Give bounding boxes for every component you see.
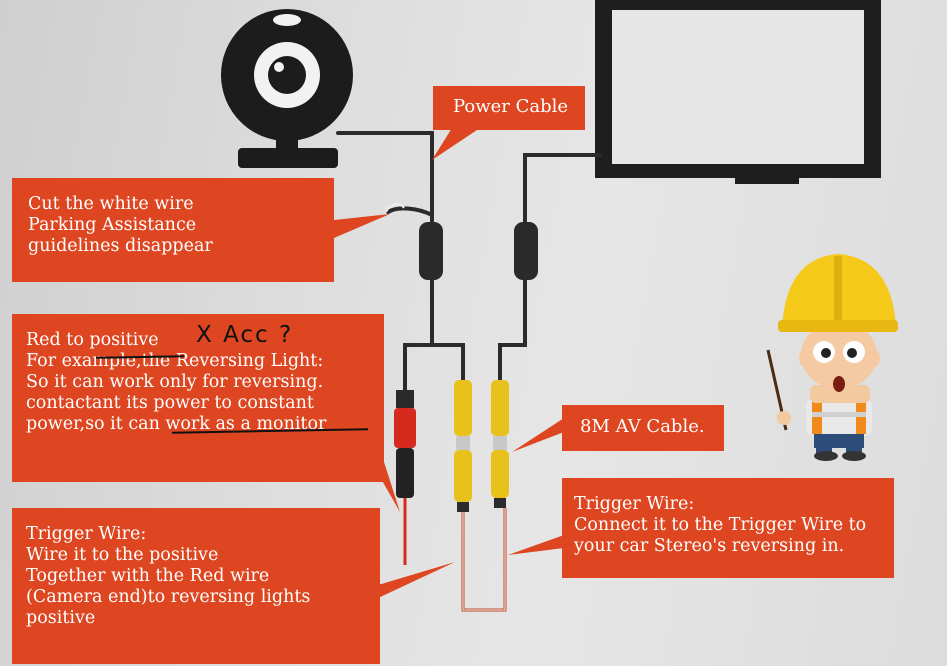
callout-line: Wire it to the positive xyxy=(26,545,219,565)
callout-line: For example,the Reversing Light: xyxy=(26,351,324,371)
trigger-wire xyxy=(461,508,507,612)
callout-line: Cut the white wire xyxy=(28,194,194,214)
power-cable-wire xyxy=(336,131,465,392)
monitor-icon xyxy=(595,0,881,184)
handwritten-note: X Acc ? xyxy=(196,322,294,348)
camera-icon xyxy=(221,9,353,168)
power-cable-callout: Power Cable xyxy=(433,86,585,130)
trigger-wire-left-callout: Trigger Wire: Wire it to the positive To… xyxy=(12,508,380,664)
av-cable-callout: 8M AV Cable. xyxy=(562,405,724,451)
red-power-plug xyxy=(394,390,416,565)
callout-line: Trigger Wire: xyxy=(574,494,695,514)
callout-pointers xyxy=(334,128,564,598)
rca-connector-left xyxy=(454,380,472,512)
rca-connector-right xyxy=(491,380,509,508)
worker-icon xyxy=(766,254,898,461)
callout-line: Red to positive xyxy=(26,330,159,350)
callout-line: guidelines disappear xyxy=(28,236,213,256)
callout-line: Parking Assistance xyxy=(28,215,197,235)
callout-line: Together with the Red wire xyxy=(26,566,270,586)
callout-line: positive xyxy=(26,608,96,628)
inline-connector-left xyxy=(419,222,443,280)
callout-line: power,so it can work as a monitor xyxy=(26,414,327,434)
callout-line: contactant its power to constant xyxy=(26,393,314,413)
callout-line: 8M AV Cable. xyxy=(580,416,705,437)
callout-line: (Camera end)to reversing lights xyxy=(26,587,311,607)
callout-line: Connect it to the Trigger Wire to xyxy=(574,515,867,535)
callout-line: So it can work only for reversing. xyxy=(26,372,324,392)
red-to-positive-callout: Red to positive For example,the Reversin… xyxy=(12,314,384,482)
trigger-wire-right-callout: Trigger Wire: Connect it to the Trigger … xyxy=(562,478,894,578)
av-cable-wire xyxy=(498,153,602,392)
callout-line: Trigger Wire: xyxy=(26,524,147,544)
callout-line: Power Cable xyxy=(453,96,569,117)
cut-white-wire-callout: Cut the white wire Parking Assistance gu… xyxy=(12,178,334,282)
inline-connector-right xyxy=(514,222,538,280)
callout-line: your car Stereo's reversing in. xyxy=(574,536,845,556)
